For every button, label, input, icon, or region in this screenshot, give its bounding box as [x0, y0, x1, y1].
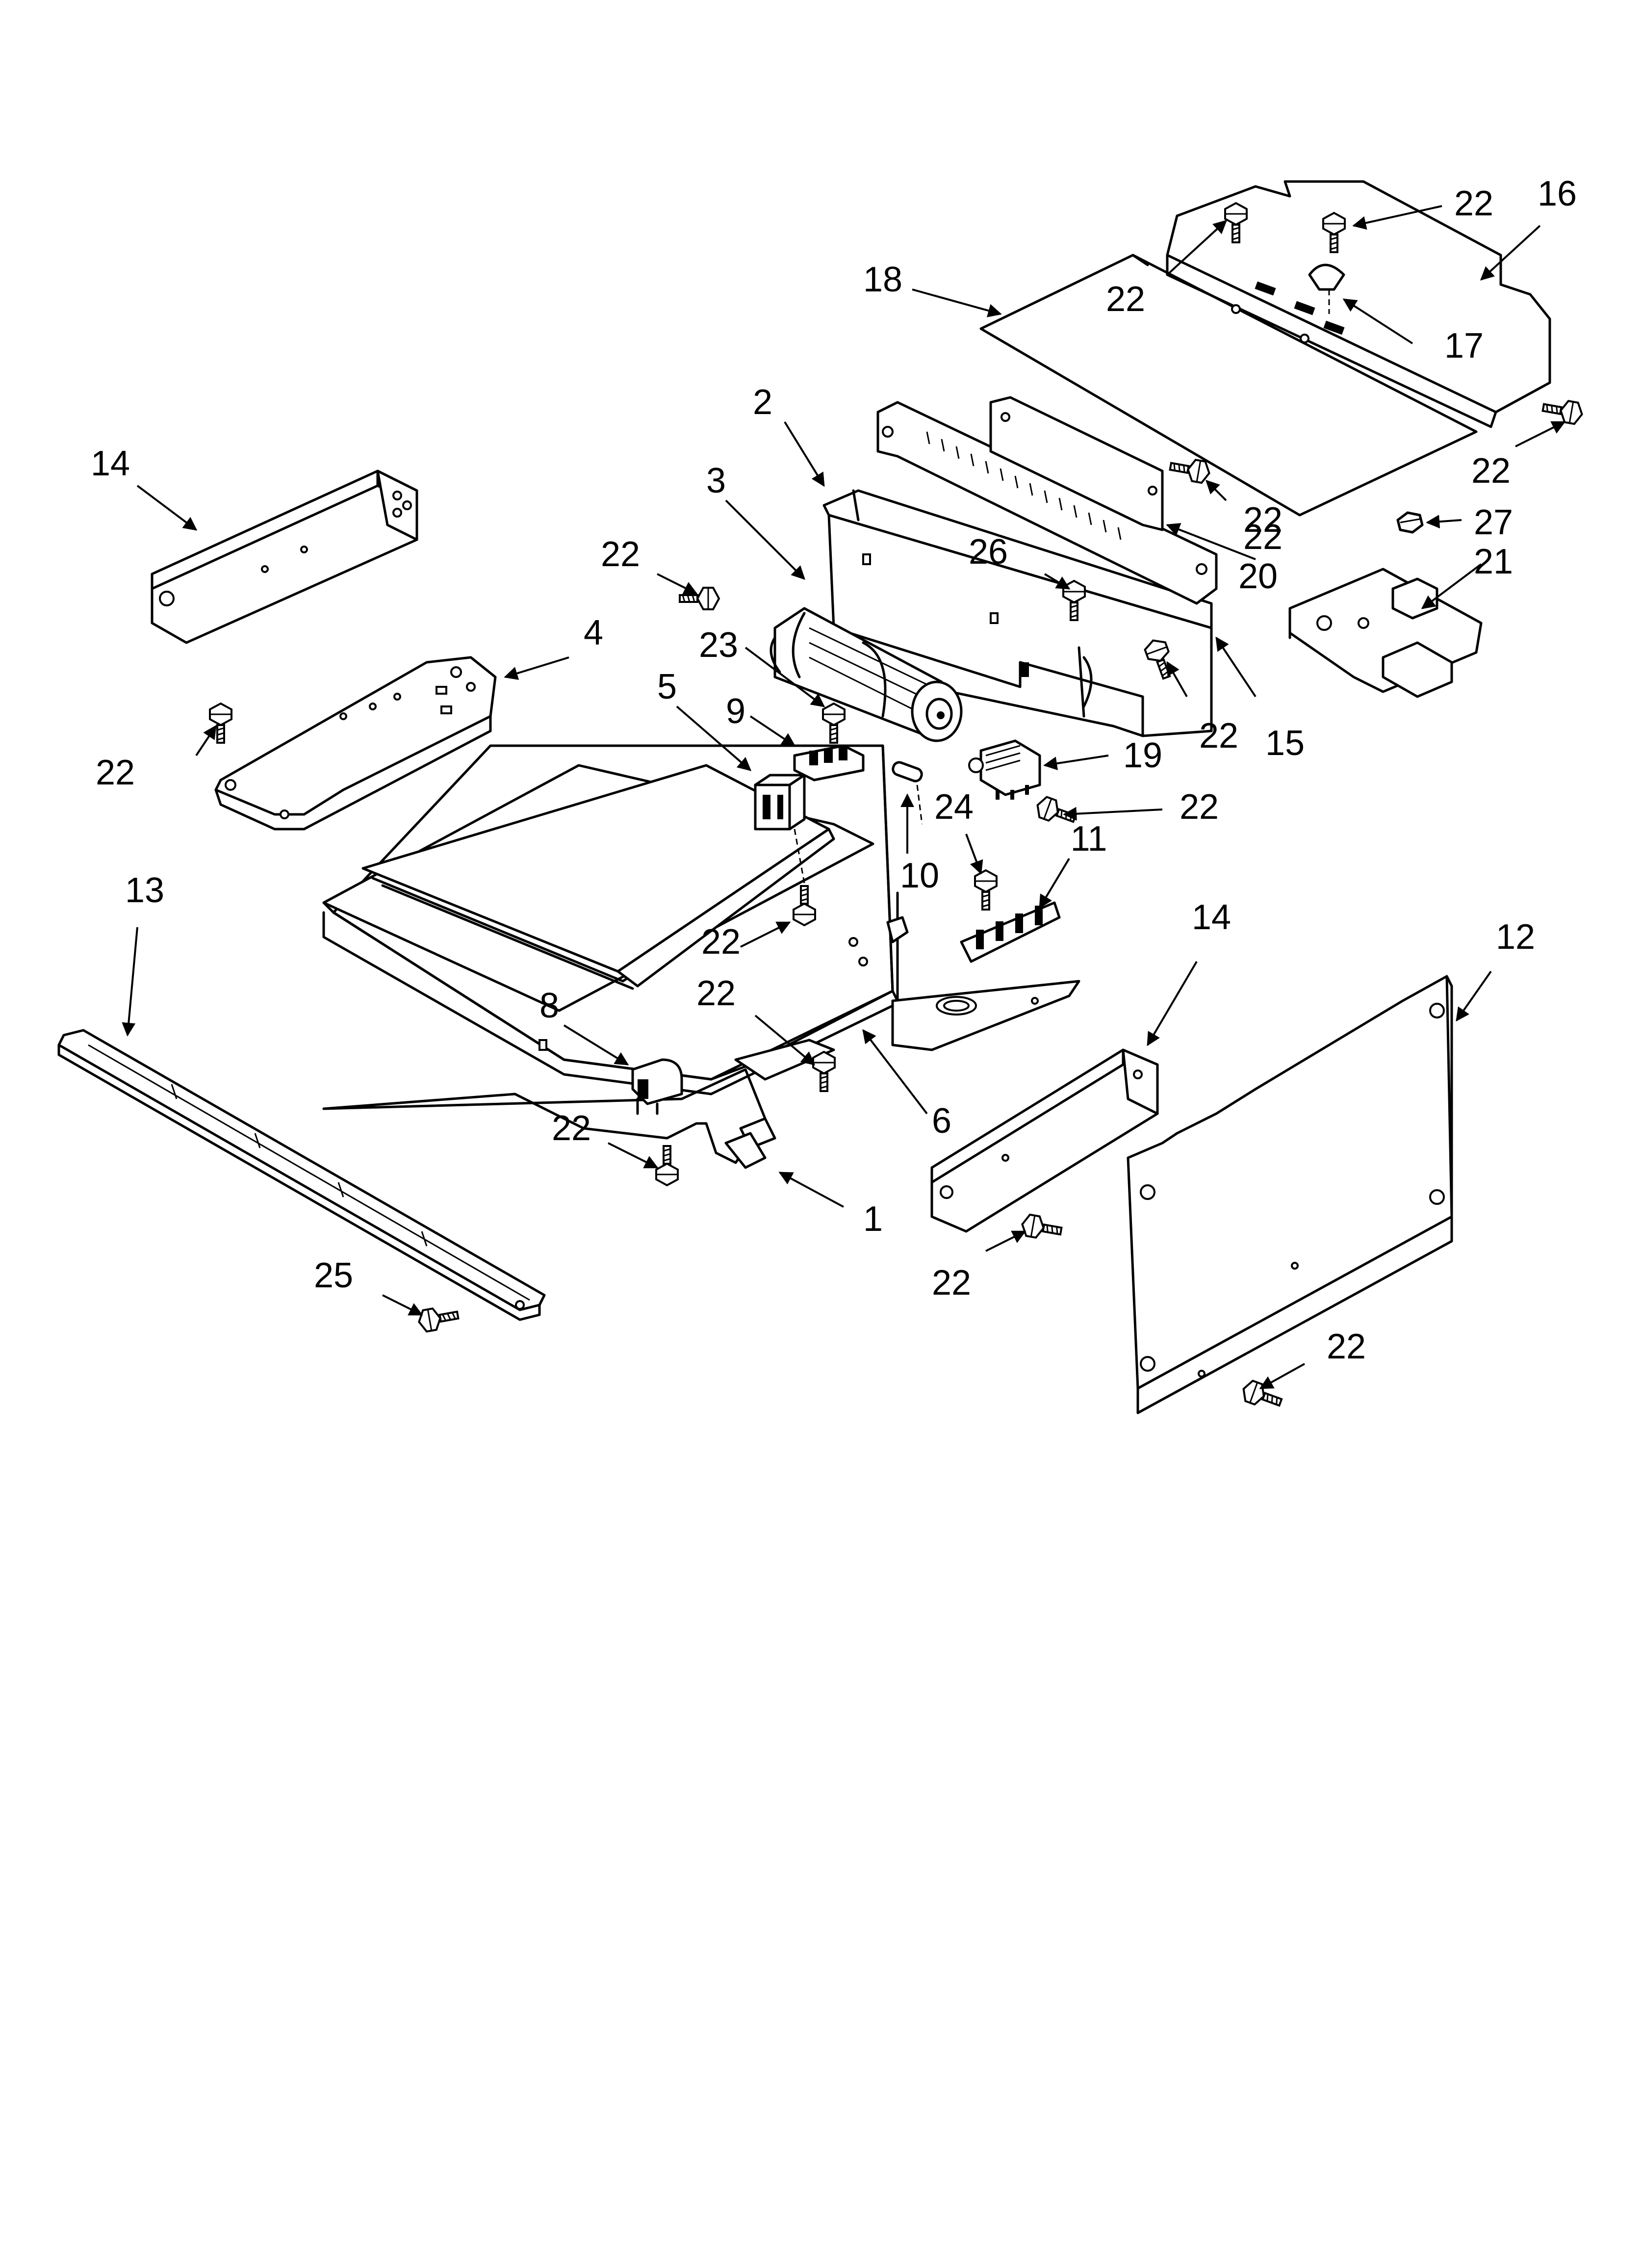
- part-15-back-panel: [876, 396, 1218, 605]
- callout-14-right: 14: [1192, 898, 1231, 937]
- callout-8: 8: [539, 986, 559, 1025]
- callout-leaders: [122, 205, 1566, 1389]
- part-21-board: [1288, 568, 1483, 698]
- part-4-plate: [214, 656, 497, 831]
- callout-22-f: 22: [1199, 716, 1238, 756]
- part-2-housing: [822, 489, 1213, 737]
- callout-23: 23: [699, 626, 738, 665]
- callout-22-m: 22: [1327, 1327, 1366, 1366]
- callout-13: 13: [125, 871, 164, 910]
- callout-10: 10: [900, 856, 939, 895]
- callout-16: 16: [1538, 174, 1577, 213]
- part-18-top-cover: [979, 254, 1478, 517]
- callout-22-d: 22: [1243, 518, 1283, 557]
- callout-22-a: 22: [1454, 184, 1493, 223]
- callout-20: 20: [1238, 557, 1278, 596]
- callout-5: 5: [657, 667, 677, 706]
- part-9-terminal: [793, 744, 865, 782]
- part-16-top-panel: [1166, 180, 1551, 428]
- callout-15: 15: [1265, 724, 1305, 763]
- callout-labels: 1 2 3 4 5 6 8 9 10 11 12 13 14 14 15 16 …: [91, 174, 1577, 1366]
- part-12-side-panel: [1127, 975, 1453, 1414]
- callout-3: 3: [706, 461, 726, 500]
- callout-12: 12: [1496, 917, 1535, 957]
- part-19-transformer: [968, 739, 1041, 800]
- part-5-switch: [754, 774, 806, 884]
- callout-18: 18: [863, 260, 902, 299]
- callout-22-e: 22: [601, 535, 640, 574]
- callout-22-j: 22: [696, 974, 736, 1013]
- callout-22-b: 22: [1106, 280, 1145, 319]
- callout-19: 19: [1123, 736, 1162, 775]
- part-10-fuse: [892, 761, 923, 825]
- callout-2: 2: [753, 383, 772, 422]
- part-27-nut: [1396, 511, 1424, 534]
- callout-26: 26: [969, 532, 1008, 572]
- callout-22-c: 22: [1471, 451, 1511, 491]
- callout-22-g: 22: [96, 753, 135, 792]
- part-8-clip: [631, 1058, 683, 1115]
- callout-4: 4: [584, 613, 603, 652]
- part-3-blower: [770, 607, 963, 742]
- callout-22-l: 22: [932, 1263, 971, 1303]
- part-17-clip: [1308, 263, 1345, 314]
- callout-14-left: 14: [91, 444, 130, 483]
- callout-21: 21: [1474, 542, 1513, 581]
- callout-22-i: 22: [701, 922, 741, 962]
- callout-1: 1: [863, 1199, 883, 1239]
- callout-22-h: 22: [1180, 787, 1219, 827]
- callout-24: 24: [934, 787, 974, 827]
- callout-11: 11: [1071, 819, 1107, 859]
- part-14-left-bracket: [151, 469, 418, 644]
- part-14-right-bracket: [930, 1048, 1159, 1233]
- callout-27: 27: [1474, 503, 1513, 542]
- callout-25: 25: [314, 1256, 353, 1295]
- callout-22-k: 22: [552, 1109, 591, 1148]
- callout-9: 9: [726, 692, 745, 731]
- part-11-terminal-strip: [960, 901, 1061, 963]
- callout-17: 17: [1444, 326, 1484, 365]
- callout-6: 6: [932, 1101, 951, 1141]
- part-1-cavity-pan: [322, 744, 1080, 1169]
- part-13-trim: [57, 1029, 546, 1321]
- callout-22-n: 22: [1243, 500, 1283, 540]
